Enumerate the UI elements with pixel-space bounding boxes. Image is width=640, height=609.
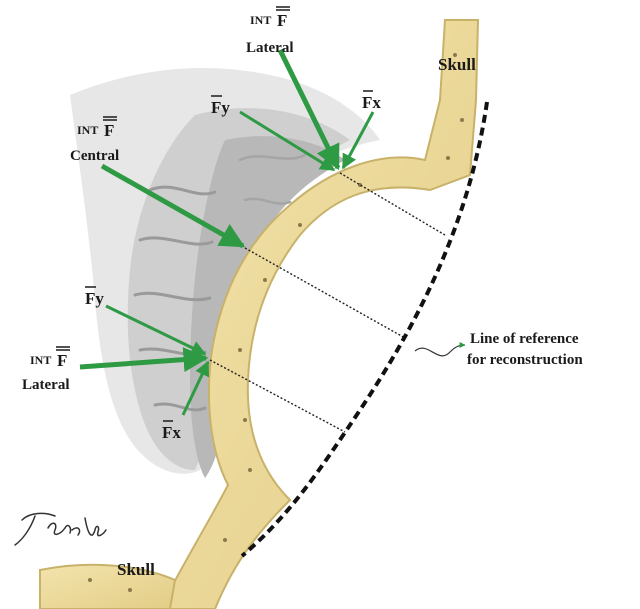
svg-text:INT: INT xyxy=(30,353,51,367)
label-fy-left: Fy xyxy=(85,287,104,308)
label-fy-top: Fy xyxy=(211,96,230,117)
label-skull-top: Skull xyxy=(438,55,476,74)
svg-text:Fy: Fy xyxy=(85,289,104,308)
svg-text:Fy: Fy xyxy=(211,98,230,117)
svg-text:F: F xyxy=(277,11,287,30)
svg-text:F: F xyxy=(57,351,67,370)
svg-text:Central: Central xyxy=(70,148,119,164)
label-reference-line-1: Line of reference xyxy=(470,331,579,347)
label-int-f-lateral-left: INT F Lateral xyxy=(22,347,70,393)
svg-text:F: F xyxy=(104,121,114,140)
reference-pointer xyxy=(415,345,465,356)
label-reference-line-2: for reconstruction xyxy=(467,352,583,368)
svg-text:INT: INT xyxy=(250,13,271,27)
svg-text:Lateral: Lateral xyxy=(22,377,69,393)
svg-text:Fx: Fx xyxy=(162,423,181,442)
artist-signature xyxy=(15,513,106,545)
svg-text:Fx: Fx xyxy=(362,93,381,112)
label-skull-bottom: Skull xyxy=(117,560,155,579)
label-fx-top: Fx xyxy=(362,91,381,112)
label-int-f-lateral-top: INT F Lateral xyxy=(246,7,293,56)
label-fx-left: Fx xyxy=(162,421,181,442)
svg-text:INT: INT xyxy=(77,123,98,137)
svg-text:Lateral: Lateral xyxy=(246,40,293,56)
